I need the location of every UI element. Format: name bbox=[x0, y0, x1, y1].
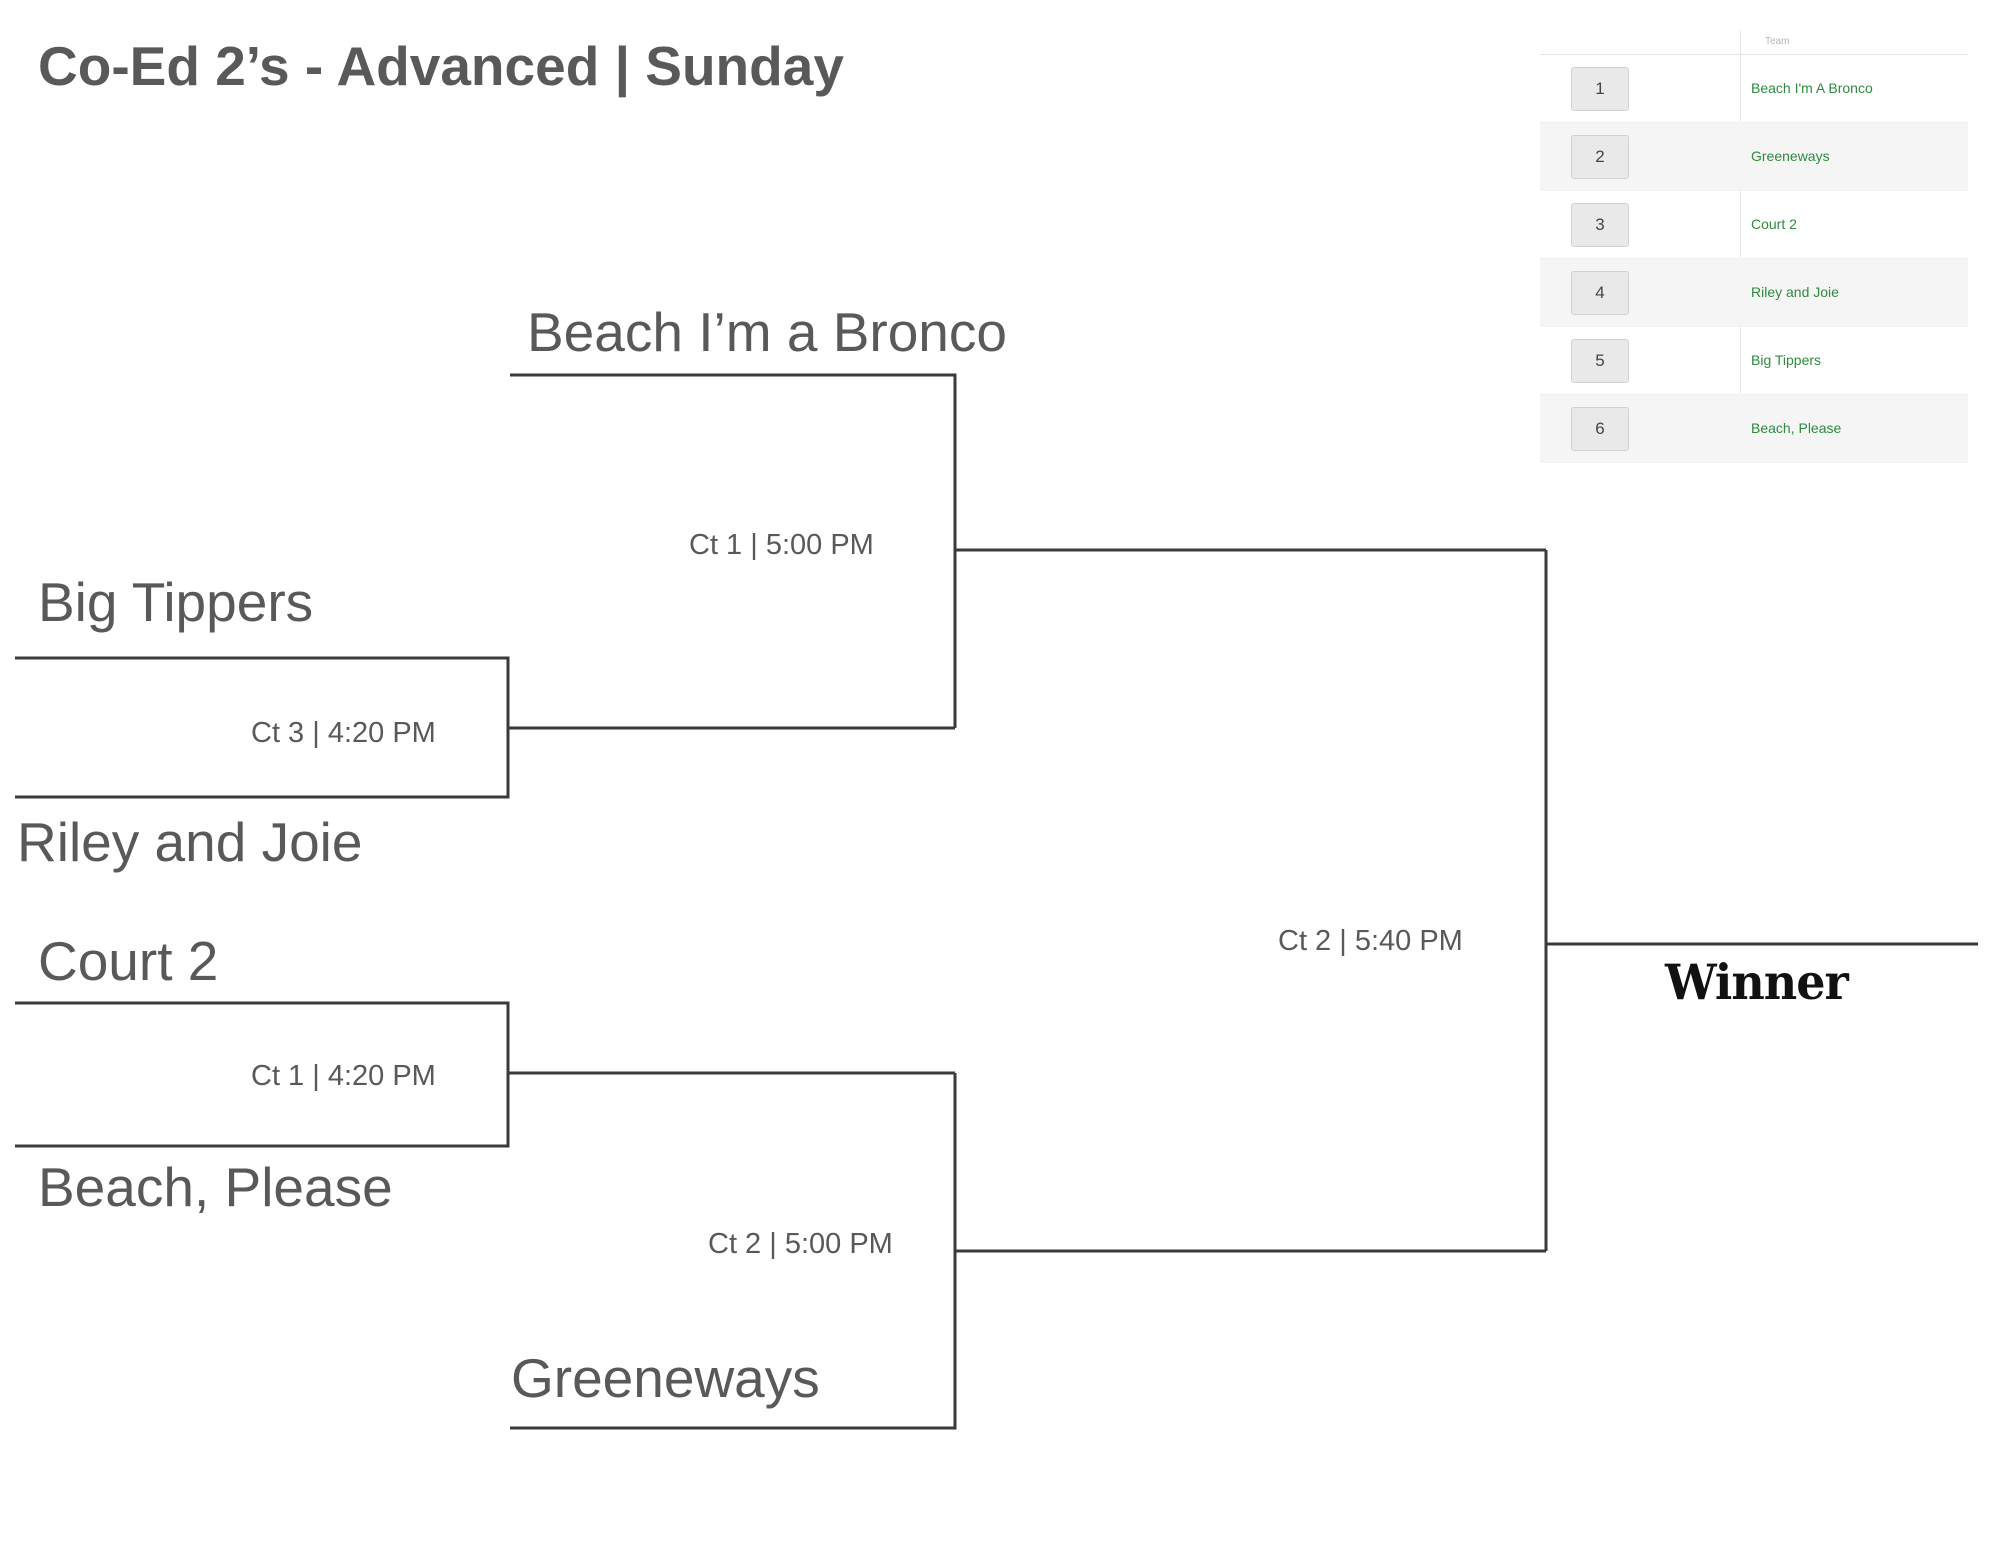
seed-table-header: Team bbox=[1540, 30, 1968, 55]
match-label-semi2: Ct 2 | 5:00 PM bbox=[708, 1228, 893, 1260]
match-label-round1-match1: Ct 3 | 4:20 PM bbox=[251, 717, 436, 749]
seed-table: Team 1 Beach I'm A Bronco 2 Greeneways 3… bbox=[1540, 30, 1968, 463]
team-greeneways: Greeneways bbox=[511, 1347, 820, 1409]
team-beach-please: Beach, Please bbox=[38, 1156, 393, 1218]
team-riley-and-joie: Riley and Joie bbox=[17, 811, 363, 873]
seed-row: 6 Beach, Please bbox=[1540, 395, 1968, 463]
seed-team-name: Beach I'm A Bronco bbox=[1751, 80, 1873, 96]
seed-row: 5 Big Tippers bbox=[1540, 327, 1968, 395]
team-court-2: Court 2 bbox=[38, 930, 219, 992]
seed-number: 2 bbox=[1571, 135, 1629, 179]
seed-table-divider bbox=[1740, 30, 1741, 460]
page-title: Co-Ed 2’s - Advanced | Sunday bbox=[38, 35, 844, 97]
match-label-semi1: Ct 1 | 5:00 PM bbox=[689, 529, 874, 561]
bracket-line-semi1 bbox=[510, 373, 957, 728]
bracket-line-semi2 bbox=[510, 1073, 957, 1430]
seed-number: 5 bbox=[1571, 339, 1629, 383]
seed-table-header-label: Team bbox=[1765, 36, 1790, 47]
team-beach-im-a-bronco: Beach I’m a Bronco bbox=[527, 301, 1007, 363]
seed-row: 4 Riley and Joie bbox=[1540, 259, 1968, 327]
seed-number: 3 bbox=[1571, 203, 1629, 247]
seed-team-name: Big Tippers bbox=[1751, 352, 1822, 368]
seed-team-name: Riley and Joie bbox=[1751, 284, 1839, 300]
match-label-final: Ct 2 | 5:40 PM bbox=[1278, 925, 1463, 957]
seed-team-name: Court 2 bbox=[1751, 216, 1797, 232]
seed-row: 3 Court 2 bbox=[1540, 191, 1968, 259]
seed-row: 1 Beach I'm A Bronco bbox=[1540, 55, 1968, 123]
seed-team-name: Beach, Please bbox=[1751, 420, 1842, 436]
seed-team-name: Greeneways bbox=[1751, 148, 1830, 164]
seed-row: 2 Greeneways bbox=[1540, 123, 1968, 191]
winner-label: Winner bbox=[1665, 953, 1849, 1011]
seed-number: 1 bbox=[1571, 67, 1629, 111]
match-label-round1-match2: Ct 1 | 4:20 PM bbox=[251, 1060, 436, 1092]
seed-number: 6 bbox=[1571, 407, 1629, 451]
team-big-tippers: Big Tippers bbox=[38, 571, 314, 633]
seed-number: 4 bbox=[1571, 271, 1629, 315]
